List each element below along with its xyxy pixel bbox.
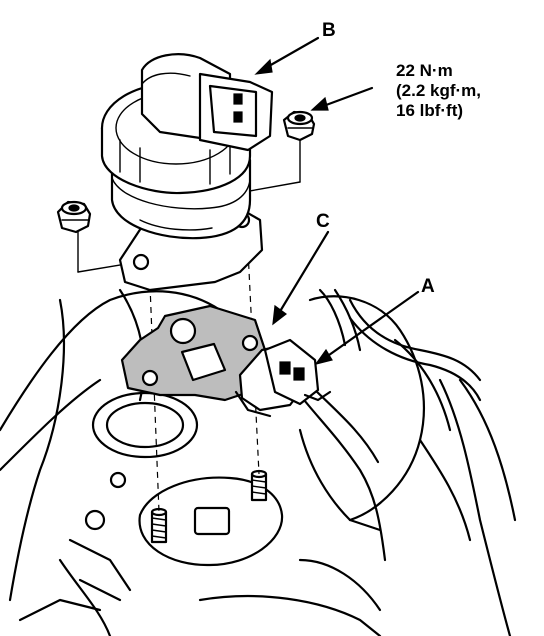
stud-right (250, 469, 268, 502)
torque-spec: 22 N·m (2.2 kgf·m, 16 lbf·ft) (396, 61, 481, 120)
egr-valve-b (100, 53, 274, 292)
label-c: C (316, 211, 330, 232)
torque-spec-line2: (2.2 kgf·m, (396, 81, 481, 100)
sensor-a (234, 338, 332, 418)
flange-nut-left (56, 200, 92, 234)
label-a: A (421, 276, 435, 297)
torque-spec-line3: 16 lbf·ft) (396, 101, 463, 120)
gasket-c (120, 304, 267, 402)
torque-spec-line1: 22 N·m (396, 61, 453, 80)
engine-background (0, 288, 517, 636)
flange-nut-right (282, 110, 316, 142)
callout-leaders (254, 36, 420, 365)
stud-left (150, 507, 168, 544)
label-b: B (322, 20, 336, 41)
